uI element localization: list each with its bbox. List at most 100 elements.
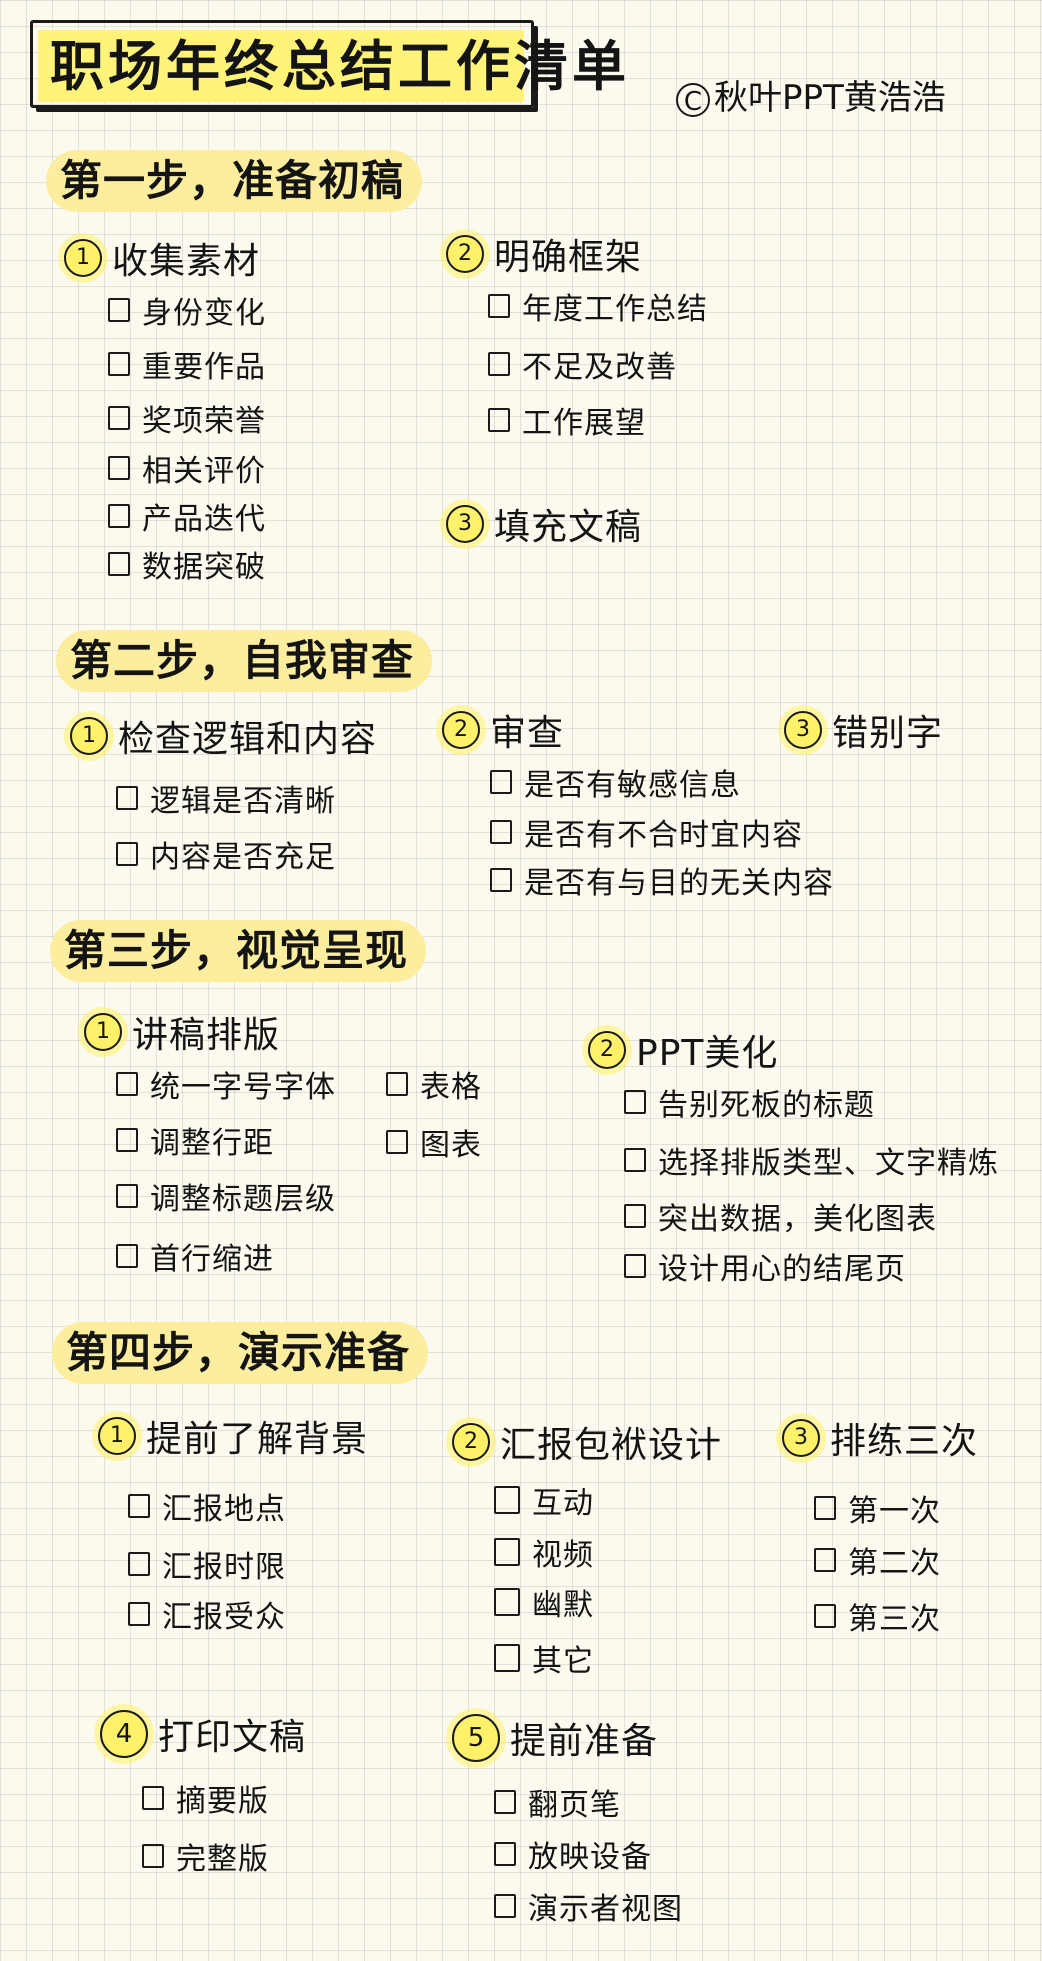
checkbox[interactable] <box>108 504 130 528</box>
checkbox[interactable] <box>624 1148 646 1172</box>
checklist-item[interactable]: 数据突破 <box>108 544 266 585</box>
checklist-item[interactable]: 突出数据，美化图表 <box>624 1196 937 1237</box>
checklist-item[interactable]: 选择排版类型、文字精炼 <box>624 1140 999 1181</box>
checklist-item[interactable]: 内容是否充足 <box>116 834 336 875</box>
checklist-item[interactable]: 调整标题层级 <box>116 1176 336 1217</box>
checkbox[interactable] <box>624 1204 646 1228</box>
checklist-item[interactable]: 汇报受众 <box>128 1594 286 1635</box>
checklist-item[interactable]: 是否有与目的无关内容 <box>490 860 834 901</box>
checkbox[interactable] <box>494 1486 520 1514</box>
checkbox[interactable] <box>386 1130 408 1154</box>
checkbox[interactable] <box>108 552 130 576</box>
checkbox[interactable] <box>494 1842 516 1866</box>
step-2-heading: 第二步，自我审查 <box>56 630 433 692</box>
step-3-heading: 第三步，视觉呈现 <box>50 920 427 982</box>
checklist-item-label: 其它 <box>532 1644 594 1679</box>
checklist-item[interactable]: 第一次 <box>814 1488 941 1529</box>
checkbox[interactable] <box>108 406 130 430</box>
checkbox[interactable] <box>494 1588 520 1616</box>
checklist-item[interactable]: 汇报时限 <box>128 1544 286 1585</box>
step3-group-2: 2 PPT美化 <box>588 1026 778 1074</box>
checkbox[interactable] <box>494 1538 520 1566</box>
checklist-item[interactable]: 身份变化 <box>108 290 266 331</box>
checklist-item[interactable]: 产品迭代 <box>108 496 266 537</box>
checklist-item[interactable]: 告别死板的标题 <box>624 1082 875 1123</box>
step-1-heading: 第一步，准备初稿 <box>46 150 423 212</box>
checkbox[interactable] <box>490 770 512 794</box>
checkbox[interactable] <box>116 842 138 866</box>
step4-group-2: 2 汇报包袱设计 <box>452 1418 722 1466</box>
checklist-item[interactable]: 首行缩进 <box>116 1236 274 1277</box>
group-title: 汇报包袱设计 <box>500 1425 723 1466</box>
checklist-item-label: 视频 <box>532 1538 594 1573</box>
checkbox[interactable] <box>814 1548 836 1572</box>
checkbox[interactable] <box>624 1090 646 1114</box>
checklist-item[interactable]: 统一字号字体 <box>116 1064 336 1105</box>
checkbox[interactable] <box>488 352 510 376</box>
checkbox[interactable] <box>624 1254 646 1278</box>
checkbox[interactable] <box>142 1844 164 1868</box>
checklist-item[interactable]: 相关评价 <box>108 448 266 489</box>
checkbox[interactable] <box>128 1552 150 1576</box>
checkbox[interactable] <box>494 1790 516 1814</box>
checklist-item[interactable]: 放映设备 <box>494 1834 652 1875</box>
checklist-item[interactable]: 不足及改善 <box>488 344 677 385</box>
checklist-item[interactable]: 奖项荣誉 <box>108 398 266 439</box>
checkbox[interactable] <box>814 1496 836 1520</box>
checkbox[interactable] <box>108 352 130 376</box>
checklist-item[interactable]: 第二次 <box>814 1540 941 1581</box>
checklist-item[interactable]: 其它 <box>494 1638 594 1679</box>
checklist-item[interactable]: 图表 <box>386 1122 482 1163</box>
checklist-item[interactable]: 翻页笔 <box>494 1782 621 1823</box>
checkbox[interactable] <box>128 1494 150 1518</box>
checklist-item[interactable]: 第三次 <box>814 1596 941 1637</box>
checklist-item[interactable]: 汇报地点 <box>128 1486 286 1527</box>
checklist-item-label: 放映设备 <box>528 1840 652 1875</box>
checklist-item[interactable]: 设计用心的结尾页 <box>624 1246 906 1287</box>
checklist-item[interactable]: 工作展望 <box>488 400 646 441</box>
checkbox[interactable] <box>116 1072 138 1096</box>
group-title: PPT美化 <box>636 1033 779 1074</box>
checkbox[interactable] <box>488 294 510 318</box>
group-title: 提前了解背景 <box>146 1419 369 1460</box>
checkbox[interactable] <box>108 456 130 480</box>
checkbox[interactable] <box>488 408 510 432</box>
checkbox[interactable] <box>128 1602 150 1626</box>
checkbox[interactable] <box>490 820 512 844</box>
checklist-item-label: 第一次 <box>848 1494 941 1529</box>
checkbox[interactable] <box>386 1072 408 1096</box>
checklist-item[interactable]: 年度工作总结 <box>488 286 708 327</box>
checklist-item[interactable]: 逻辑是否清晰 <box>116 778 336 819</box>
checklist-item[interactable]: 是否有敏感信息 <box>490 762 741 803</box>
checkbox[interactable] <box>814 1604 836 1628</box>
checklist-item-label: 图表 <box>420 1128 482 1163</box>
checkbox[interactable] <box>116 1244 138 1268</box>
step4-group-3: 3 排练三次 <box>782 1414 978 1462</box>
checklist-item[interactable]: 是否有不合时宜内容 <box>490 812 803 853</box>
checklist-item[interactable]: 幽默 <box>494 1582 594 1623</box>
checkbox[interactable] <box>116 786 138 810</box>
checklist-item[interactable]: 互动 <box>494 1480 594 1521</box>
number-badge: 3 <box>784 711 822 749</box>
checklist-item[interactable]: 表格 <box>386 1064 482 1105</box>
checklist-item[interactable]: 摘要版 <box>142 1778 269 1819</box>
checkbox[interactable] <box>108 298 130 322</box>
checklist-item[interactable]: 视频 <box>494 1532 594 1573</box>
checkbox[interactable] <box>142 1786 164 1810</box>
checkbox[interactable] <box>490 868 512 892</box>
group-title: 检查逻辑和内容 <box>118 719 378 760</box>
checklist-item-label: 内容是否充足 <box>150 840 336 875</box>
checklist-item[interactable]: 完整版 <box>142 1836 269 1877</box>
checklist-item[interactable]: 演示者视图 <box>494 1886 683 1927</box>
checklist-item[interactable]: 重要作品 <box>108 344 266 385</box>
checklist-item-label: 摘要版 <box>176 1784 269 1819</box>
step4-group-1: 1 提前了解背景 <box>98 1412 368 1460</box>
checkbox[interactable] <box>116 1184 138 1208</box>
step1-group-3: 3 填充文稿 <box>446 500 642 548</box>
checklist-item-label: 汇报受众 <box>162 1600 286 1635</box>
checklist-item[interactable]: 调整行距 <box>116 1120 274 1161</box>
checkbox[interactable] <box>494 1894 516 1918</box>
checkbox[interactable] <box>116 1128 138 1152</box>
checklist-item-label: 是否有敏感信息 <box>524 768 741 803</box>
checkbox[interactable] <box>494 1644 520 1672</box>
